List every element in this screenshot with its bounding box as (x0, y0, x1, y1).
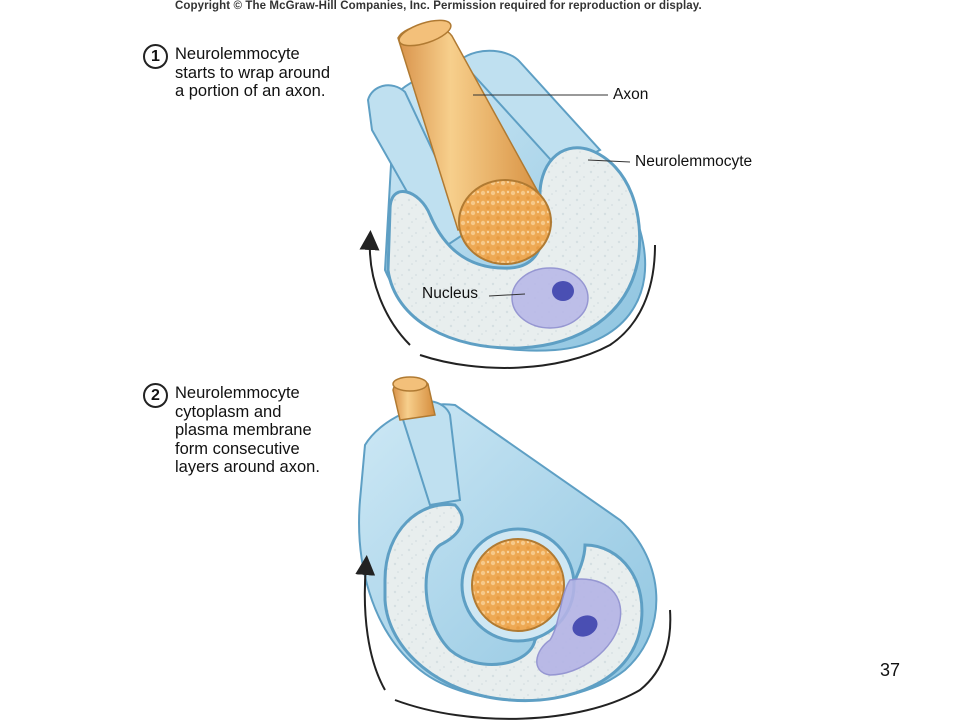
axon-cross-section-2 (471, 538, 565, 632)
step-2-description: Neurolemmocyte cytoplasm and plasma memb… (175, 384, 320, 476)
nucleus-2 (572, 615, 598, 637)
rotation-arrow-bottom-2 (394, 609, 672, 720)
nucleus-label: Nucleus (422, 285, 478, 302)
rotation-arrow-left-1 (359, 230, 411, 346)
step-2-badge: 2 (143, 383, 168, 408)
nucleus-leader-line (488, 293, 526, 297)
membrane-fold-right (458, 49, 602, 172)
membrane-fold-left (366, 84, 472, 252)
neurolemmocyte-leader-line (587, 159, 631, 163)
axon-cross-section-1 (458, 179, 552, 265)
step-1-description: Neurolemmocyte starts to wrap around a p… (175, 45, 330, 100)
rotation-arrow-left-2 (355, 555, 386, 691)
slide-number: 37 (880, 660, 901, 680)
stage-1-illustration (359, 19, 656, 369)
stage-2-illustration (355, 376, 672, 720)
rotation-arrow-bottom-1 (419, 244, 656, 369)
step-1-badge: 1 (143, 44, 168, 69)
axon-label: Axon (613, 86, 649, 103)
axon-top-1 (398, 19, 452, 47)
axon-top-2 (392, 376, 428, 392)
nucleus-1 (552, 281, 574, 301)
copyright-notice: Copyright © The McGraw-Hill Companies, I… (175, 0, 702, 12)
nucleus-cell-1 (511, 267, 589, 329)
neurolemmocyte-label: Neurolemmocyte (635, 153, 753, 170)
